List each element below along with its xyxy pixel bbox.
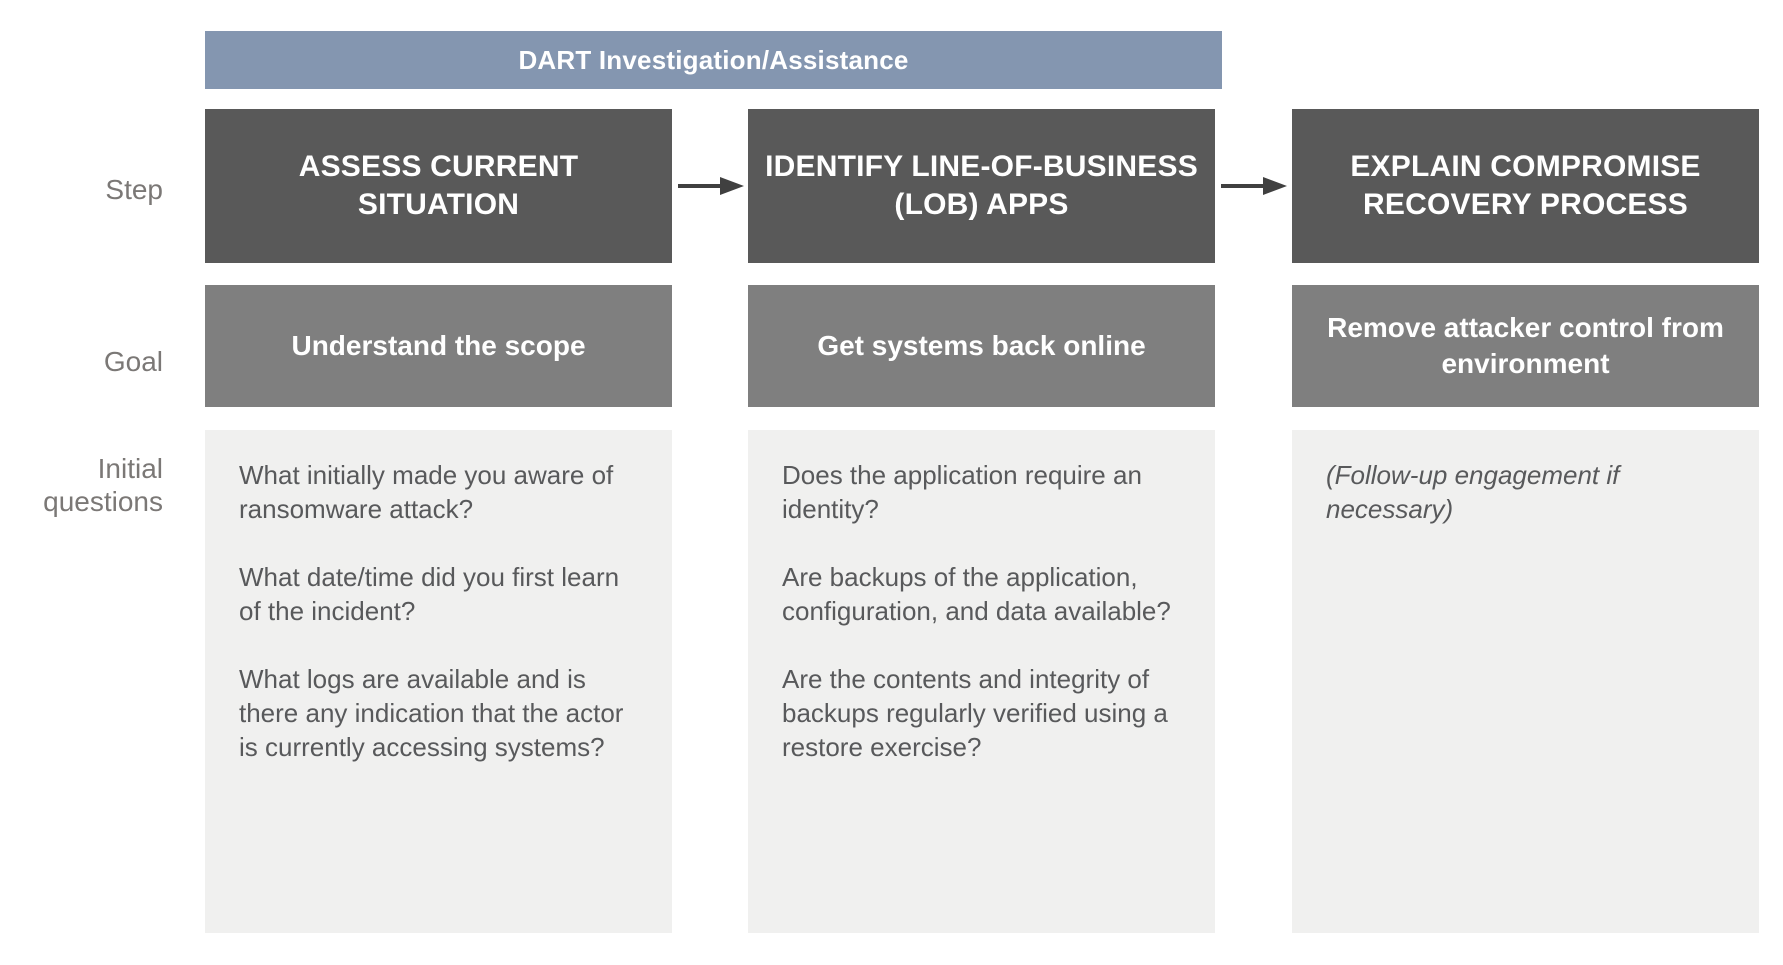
arrow-step1-to-step2 [676,175,746,197]
questions-panel-assess-current-situation: What initially made you aware of ransomw… [205,430,672,933]
dart-banner-label: DART Investigation/Assistance [518,44,909,75]
questions-panel-explain-compromise-recovery-process: (Follow-up engagement if necessary) [1292,430,1759,933]
goal-box-remove-attacker-control: Remove attacker control from environment [1292,285,1759,407]
question-item: Are the contents and integrity of backup… [782,664,1168,763]
goal-box-label: Get systems back online [817,329,1146,361]
question-item: (Follow-up engagement if necessary) [1326,460,1620,525]
step-box-identify-lob-apps: IDENTIFY LINE-OF-BUSINESS (LOB) APPS [748,109,1215,263]
goal-box-get-systems-back-online: Get systems back online [748,285,1215,407]
row-label-step: Step [105,174,163,205]
step-box-label: ASSESS CURRENT SITUATION [298,149,579,221]
dart-banner: DART Investigation/Assistance [205,31,1222,89]
row-label-goal: Goal [103,346,163,377]
questions-panel-identify-lob-apps: Does the application require an identity… [748,430,1215,933]
step-box-explain-compromise-recovery-process: EXPLAIN COMPROMISE RECOVERY PROCESS [1292,109,1759,263]
step-box-label: IDENTIFY LINE-OF-BUSINESS (LOB) APPS [765,149,1198,221]
question-item: What date/time did you first learn of th… [239,562,620,627]
question-item: What logs are available and is there any… [239,664,624,763]
row-label-initial-questions: Initial questions [43,453,163,518]
step-box-assess-current-situation: ASSESS CURRENT SITUATION [205,109,672,263]
question-item: Does the application require an identity… [782,460,1142,525]
step-box-label: EXPLAIN COMPROMISE RECOVERY PROCESS [1350,149,1701,221]
question-item: Are backups of the application, configur… [782,562,1171,627]
arrow-step2-to-step3 [1219,175,1289,197]
goal-box-understand-the-scope: Understand the scope [205,285,672,407]
question-item: What initially made you aware of ransomw… [239,460,614,525]
goal-box-label: Remove attacker control from environment [1327,311,1724,379]
goal-box-label: Understand the scope [291,329,586,361]
